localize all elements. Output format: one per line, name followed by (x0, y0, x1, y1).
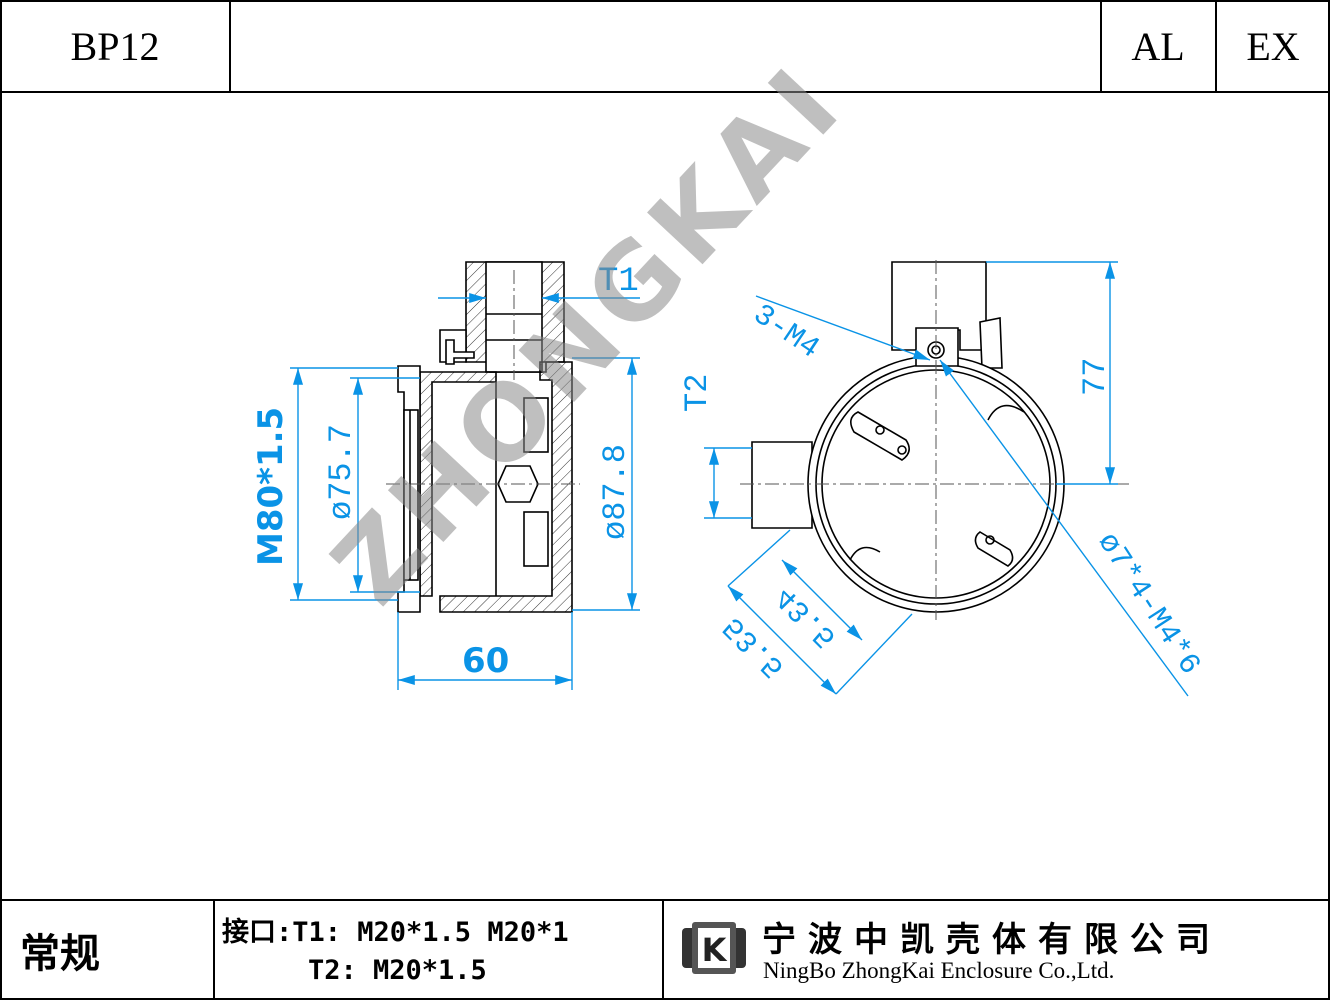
model-code: BP12 (70, 23, 160, 69)
dim-height: 77 (1077, 358, 1114, 396)
dim-pitch-outer: 53.5 (717, 609, 792, 684)
company-name-en: NingBo ZhongKai Enclosure Co.,Ltd. (763, 958, 1115, 983)
dim-pitch-inner: 43.5 (769, 579, 844, 654)
side-view-dimensions (290, 292, 640, 690)
dim-inner-dia: ø75.7 (323, 424, 360, 520)
dim-cover-screws: 3-M4 (746, 298, 825, 366)
company-name-cn: 宁波中凯壳体有限公司 (762, 920, 1222, 960)
port-spec: 接口:T1: M20*1.5 M20*1 T2: M20*1.5 (222, 914, 662, 990)
dim-depth: 60 (462, 641, 509, 681)
port-spec-line2: T2: M20*1.5 (308, 955, 487, 986)
side-section-view (386, 261, 580, 613)
plan-view (740, 260, 1130, 620)
plan-view-dimensions (704, 261, 1189, 697)
material-ex: EX (1246, 23, 1300, 69)
dim-outer-dia: ø87.8 (597, 444, 634, 540)
dim-t2: T2 (679, 374, 716, 412)
company-logo-icon: K (682, 922, 746, 974)
dim-mount-holes: ø7*4-M4*6 (1090, 527, 1207, 681)
dim-t1: T1 (598, 263, 639, 301)
logo-letter: K (702, 931, 728, 969)
material-al: AL (1131, 23, 1185, 69)
category-label: 常规 (20, 931, 100, 977)
dim-m80: M80*1.5 (251, 407, 291, 566)
port-spec-line1: 接口:T1: M20*1.5 M20*1 (222, 917, 569, 948)
